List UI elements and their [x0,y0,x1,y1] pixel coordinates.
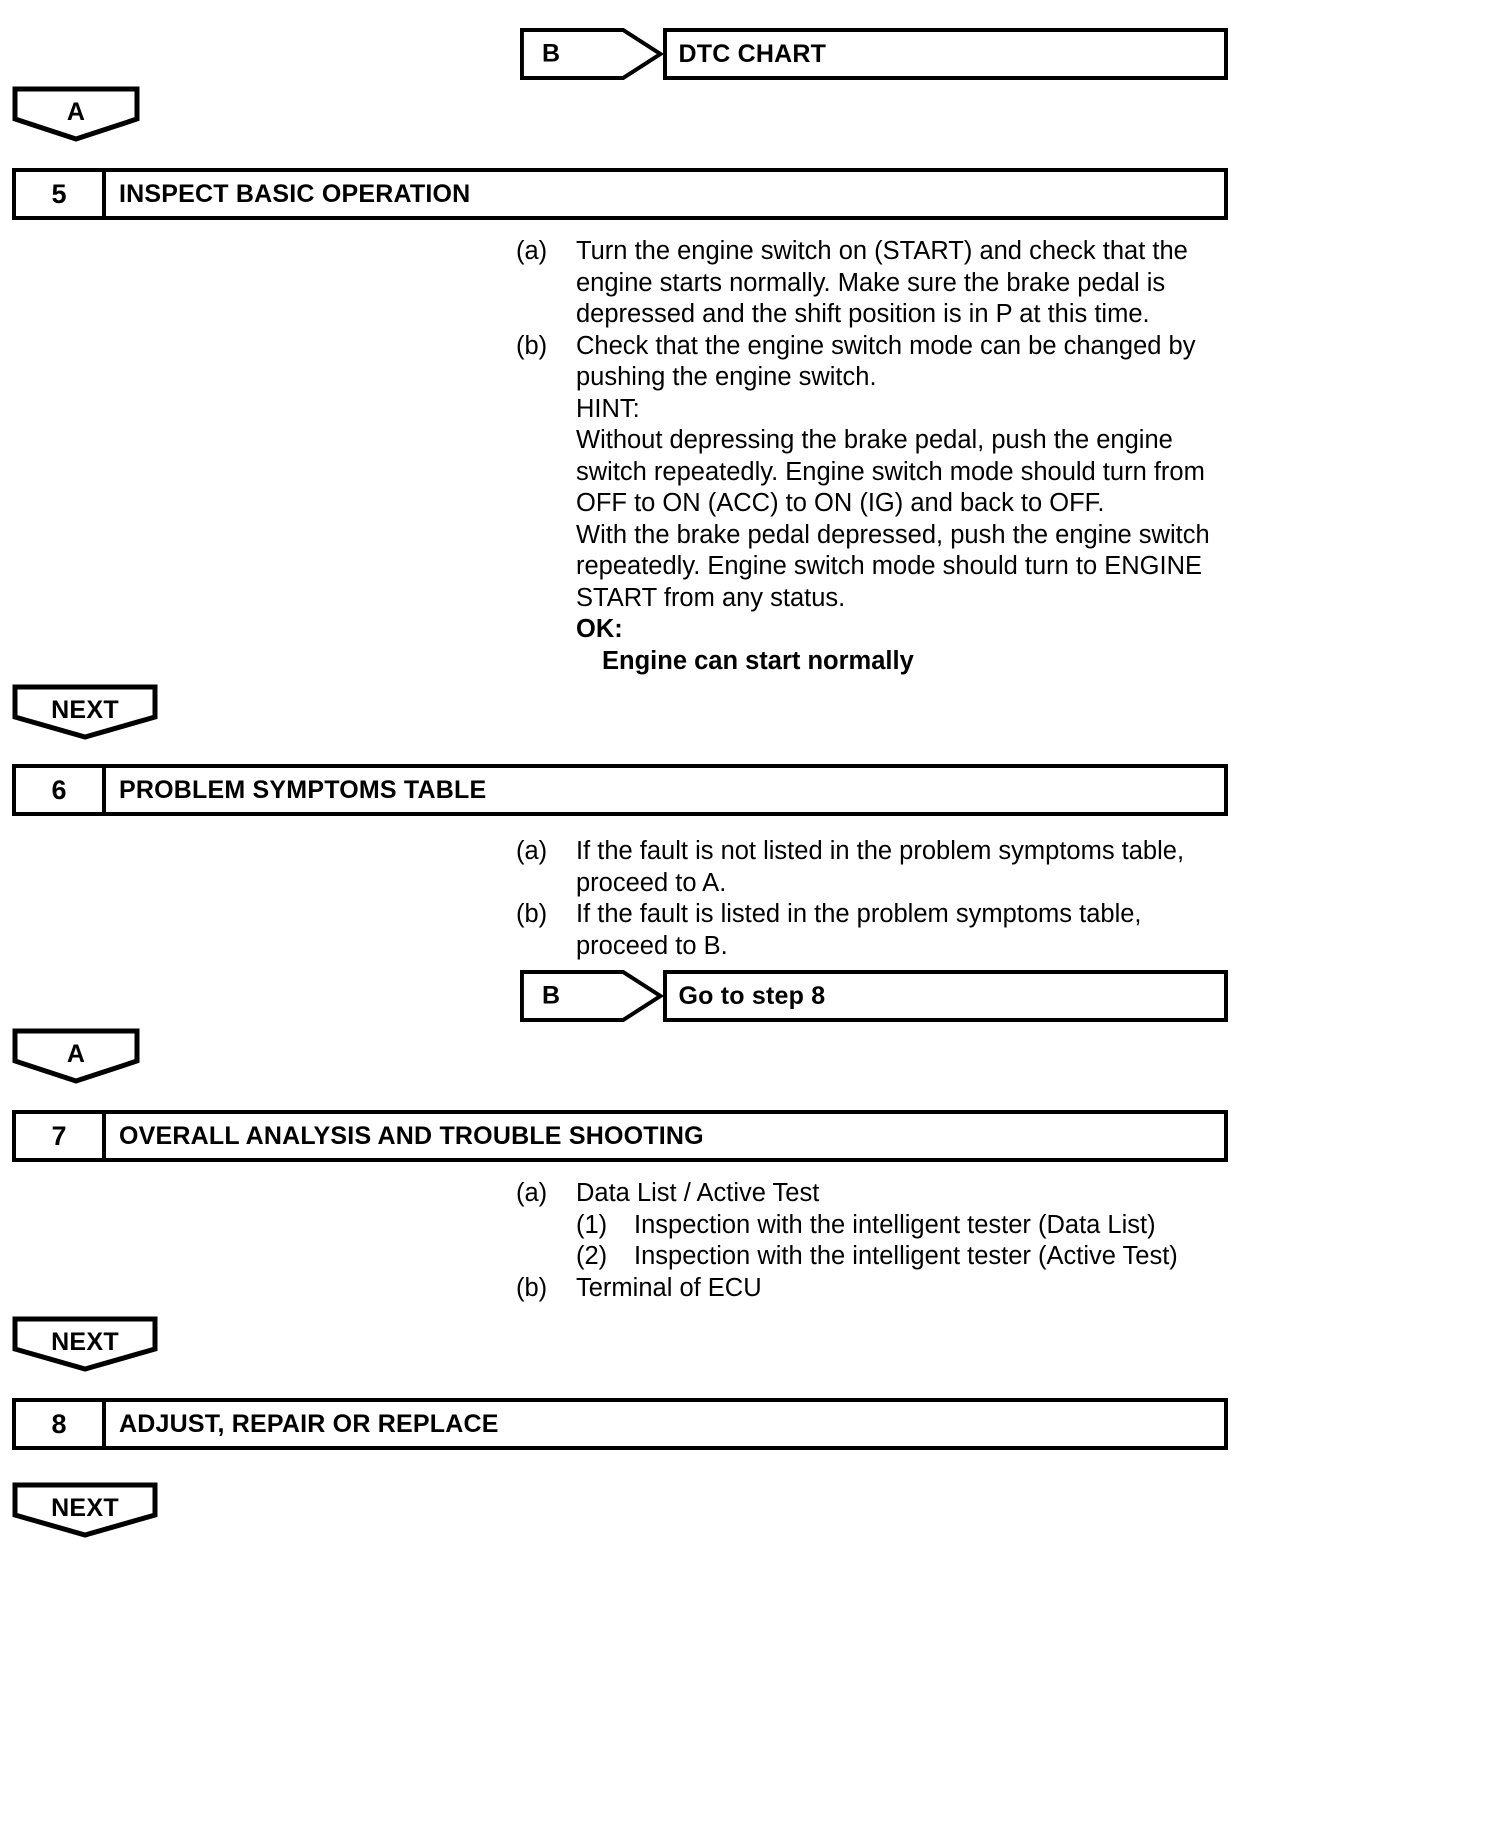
step-5-body: (a) Turn the engine switch on (START) an… [516,236,1228,677]
sub-list-item: (2) Inspection with the intelligent test… [576,1241,1228,1273]
sub-list-item-text: Inspection with the intelligent tester (… [634,1242,1178,1270]
list-item-marker: (b) [516,1273,548,1302]
step-bar-5: 5 INSPECT BASIC OPERATION [12,168,1228,220]
sub-list-item-text: Inspection with the intelligent tester (… [634,1210,1156,1239]
step-number-8: 8 [16,1402,106,1446]
list-item-text: Terminal of ECU [576,1273,762,1302]
step-bar-8: 8 ADJUST, REPAIR OR REPLACE [12,1398,1228,1450]
list-item-text: If the fault is listed in the problem sy… [576,900,1142,960]
connector-next-1-label: NEXT [51,696,119,724]
ok-label: OK: [576,615,623,643]
list-item-text: Data List / Active Test [576,1179,820,1207]
step-number-7: 7 [16,1114,106,1158]
step-7-body: (a) Data List / Active Test (1) Inspecti… [516,1178,1228,1304]
step-bar-6: 6 PROBLEM SYMPTOMS TABLE [12,764,1228,816]
list-item-marker: (a) [516,837,548,865]
hint-label: HINT: [576,394,640,423]
jump-tag-b-dtc: B [520,28,663,80]
list-item: (b) Check that the engine switch mode ca… [516,331,1228,394]
connector-a-top: A [12,86,140,142]
list-item: (a) Data List / Active Test [516,1178,1228,1210]
step-bar-7: 7 OVERALL ANALYSIS AND TROUBLE SHOOTING [12,1110,1228,1162]
jump-tag-label: B [542,981,561,1010]
jump-destination-label: Go to step 8 [678,981,826,1010]
list-item: (b) Terminal of ECU [516,1273,1228,1305]
jump-destination-box: DTC CHART [662,28,1228,80]
hint-paragraph-2: With the brake pedal depressed, push the… [576,520,1210,612]
jump-tag-b-step8: B [520,970,663,1022]
list-item-marker: (a) [516,1179,548,1207]
list-item-text: If the fault is not listed in the proble… [576,837,1185,897]
list-item-marker: (b) [516,331,548,360]
sub-list-item-marker: (1) [576,1210,608,1239]
jump-destination-box: Go to step 8 [662,970,1228,1022]
connector-next-3: NEXT [12,1482,158,1538]
hint-paragraph-1: Without depressing the brake pedal, push… [576,426,1205,517]
jump-destination-label: DTC CHART [678,39,827,68]
sub-list-item-marker: (2) [576,1242,608,1270]
step-6-body: (a) If the fault is not listed in the pr… [516,836,1228,962]
step-number-5: 5 [16,172,106,216]
jump-row-dtc-chart: B DTC CHART [520,28,1228,80]
step-number-6: 6 [16,768,106,812]
list-item: (a) If the fault is not listed in the pr… [516,836,1228,899]
jump-row-go-to-step-8: B Go to step 8 [520,970,1228,1022]
step-title-7: OVERALL ANALYSIS AND TROUBLE SHOOTING [119,1121,704,1150]
connector-next-2-label: NEXT [51,1328,119,1356]
step-title-6: PROBLEM SYMPTOMS TABLE [119,775,487,804]
list-item: (b) If the fault is listed in the proble… [516,899,1228,962]
connector-a-top-label: A [66,98,86,126]
connector-next-3-label: NEXT [51,1494,119,1522]
ok-value: Engine can start normally [602,646,914,675]
list-item-text: Turn the engine switch on (START) and ch… [576,237,1188,328]
connector-a-mid-label: A [66,1040,86,1068]
list-item-marker: (b) [516,900,548,928]
list-item-text: Check that the engine switch mode can be… [576,331,1196,392]
jump-tag-label: B [542,39,561,68]
step-title-8: ADJUST, REPAIR OR REPLACE [119,1409,499,1438]
sub-list-item: (1) Inspection with the intelligent test… [576,1210,1228,1242]
connector-a-mid: A [12,1028,140,1084]
step-title-5: INSPECT BASIC OPERATION [119,179,471,208]
connector-next-1: NEXT [12,684,158,740]
list-item-marker: (a) [516,237,548,265]
connector-next-2: NEXT [12,1316,158,1372]
list-item: (a) Turn the engine switch on (START) an… [516,236,1228,331]
